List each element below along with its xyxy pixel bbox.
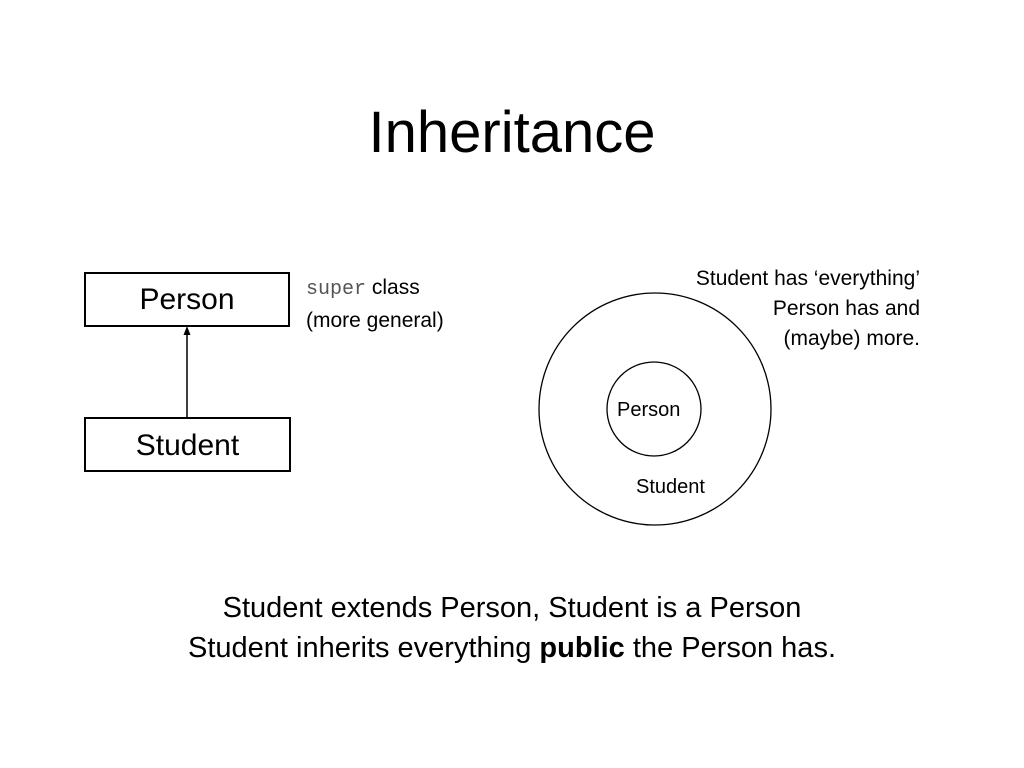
subclass-box: Student [84,417,291,472]
set-note-line: Student has ‘everything’ [695,267,920,290]
slide-caption: Student extends Person, Student is a Per… [0,588,1024,668]
set-note-line: Person has and [772,297,920,320]
caption-line-2: Student inherits everything public the P… [0,628,1024,668]
set-diagram-note: Student has ‘everything’ Person has and … [696,264,920,354]
person-set-label: Person [617,399,681,421]
student-set-label: Student [636,476,705,498]
set-note-line: (maybe) more. [783,327,920,350]
slide-title: Inheritance [368,100,656,165]
superclass-note-line2: (more general) [306,309,444,332]
subclass-name: Student [135,429,240,462]
inheritance-arrow [183,326,191,418]
super-keyword: super [306,278,367,301]
superclass-note-line1: super class [306,272,444,305]
caption-line-2-end: the Person has. [624,632,836,664]
superclass-name: Person [139,283,235,316]
inheritance-arrow-head [183,326,191,335]
super-note-class-word: class [366,276,420,299]
superclass-box: Person [84,272,290,327]
caption-line-1: Student extends Person, Student is a Per… [222,592,802,624]
caption-public-keyword: public [539,632,625,664]
superclass-note: super class (more general) [306,272,444,336]
caption-line-2-start: Student inherits everything [187,632,540,664]
